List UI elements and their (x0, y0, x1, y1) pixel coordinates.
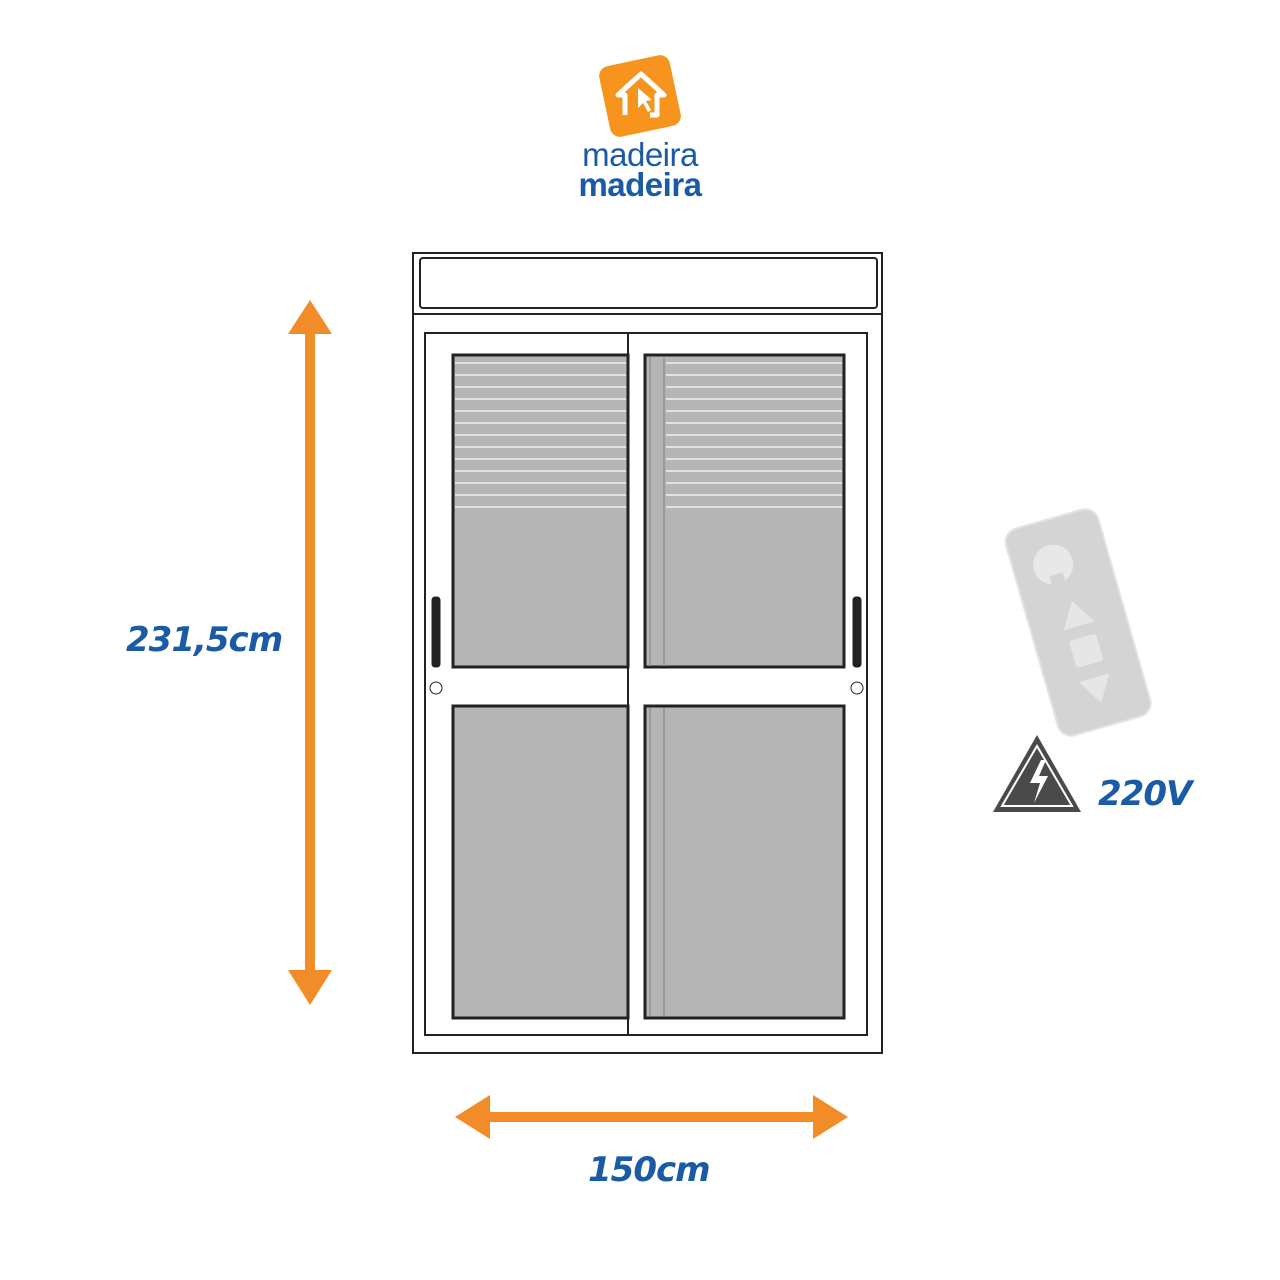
louvers (455, 362, 842, 508)
remote-control-icon (1004, 508, 1152, 737)
height-label: 231,5cm (126, 620, 283, 660)
voltage-label: 220V (1098, 774, 1192, 814)
glass-panel (643, 704, 846, 1020)
glass-panel (643, 353, 846, 669)
handle-left-icon (429, 596, 443, 695)
width-arrow (455, 1095, 848, 1139)
width-label: 150cm (588, 1150, 711, 1190)
glass-panel (451, 353, 630, 669)
sliding-window (412, 252, 883, 1054)
height-arrow (288, 300, 332, 1005)
brand-name-line1: madeira (582, 136, 698, 173)
brand-name-line2: madeira (578, 166, 702, 203)
brand-logo-icon (599, 55, 681, 137)
high-voltage-icon (993, 735, 1081, 812)
handle-right-icon (850, 596, 864, 695)
glass-panel (451, 704, 630, 1020)
